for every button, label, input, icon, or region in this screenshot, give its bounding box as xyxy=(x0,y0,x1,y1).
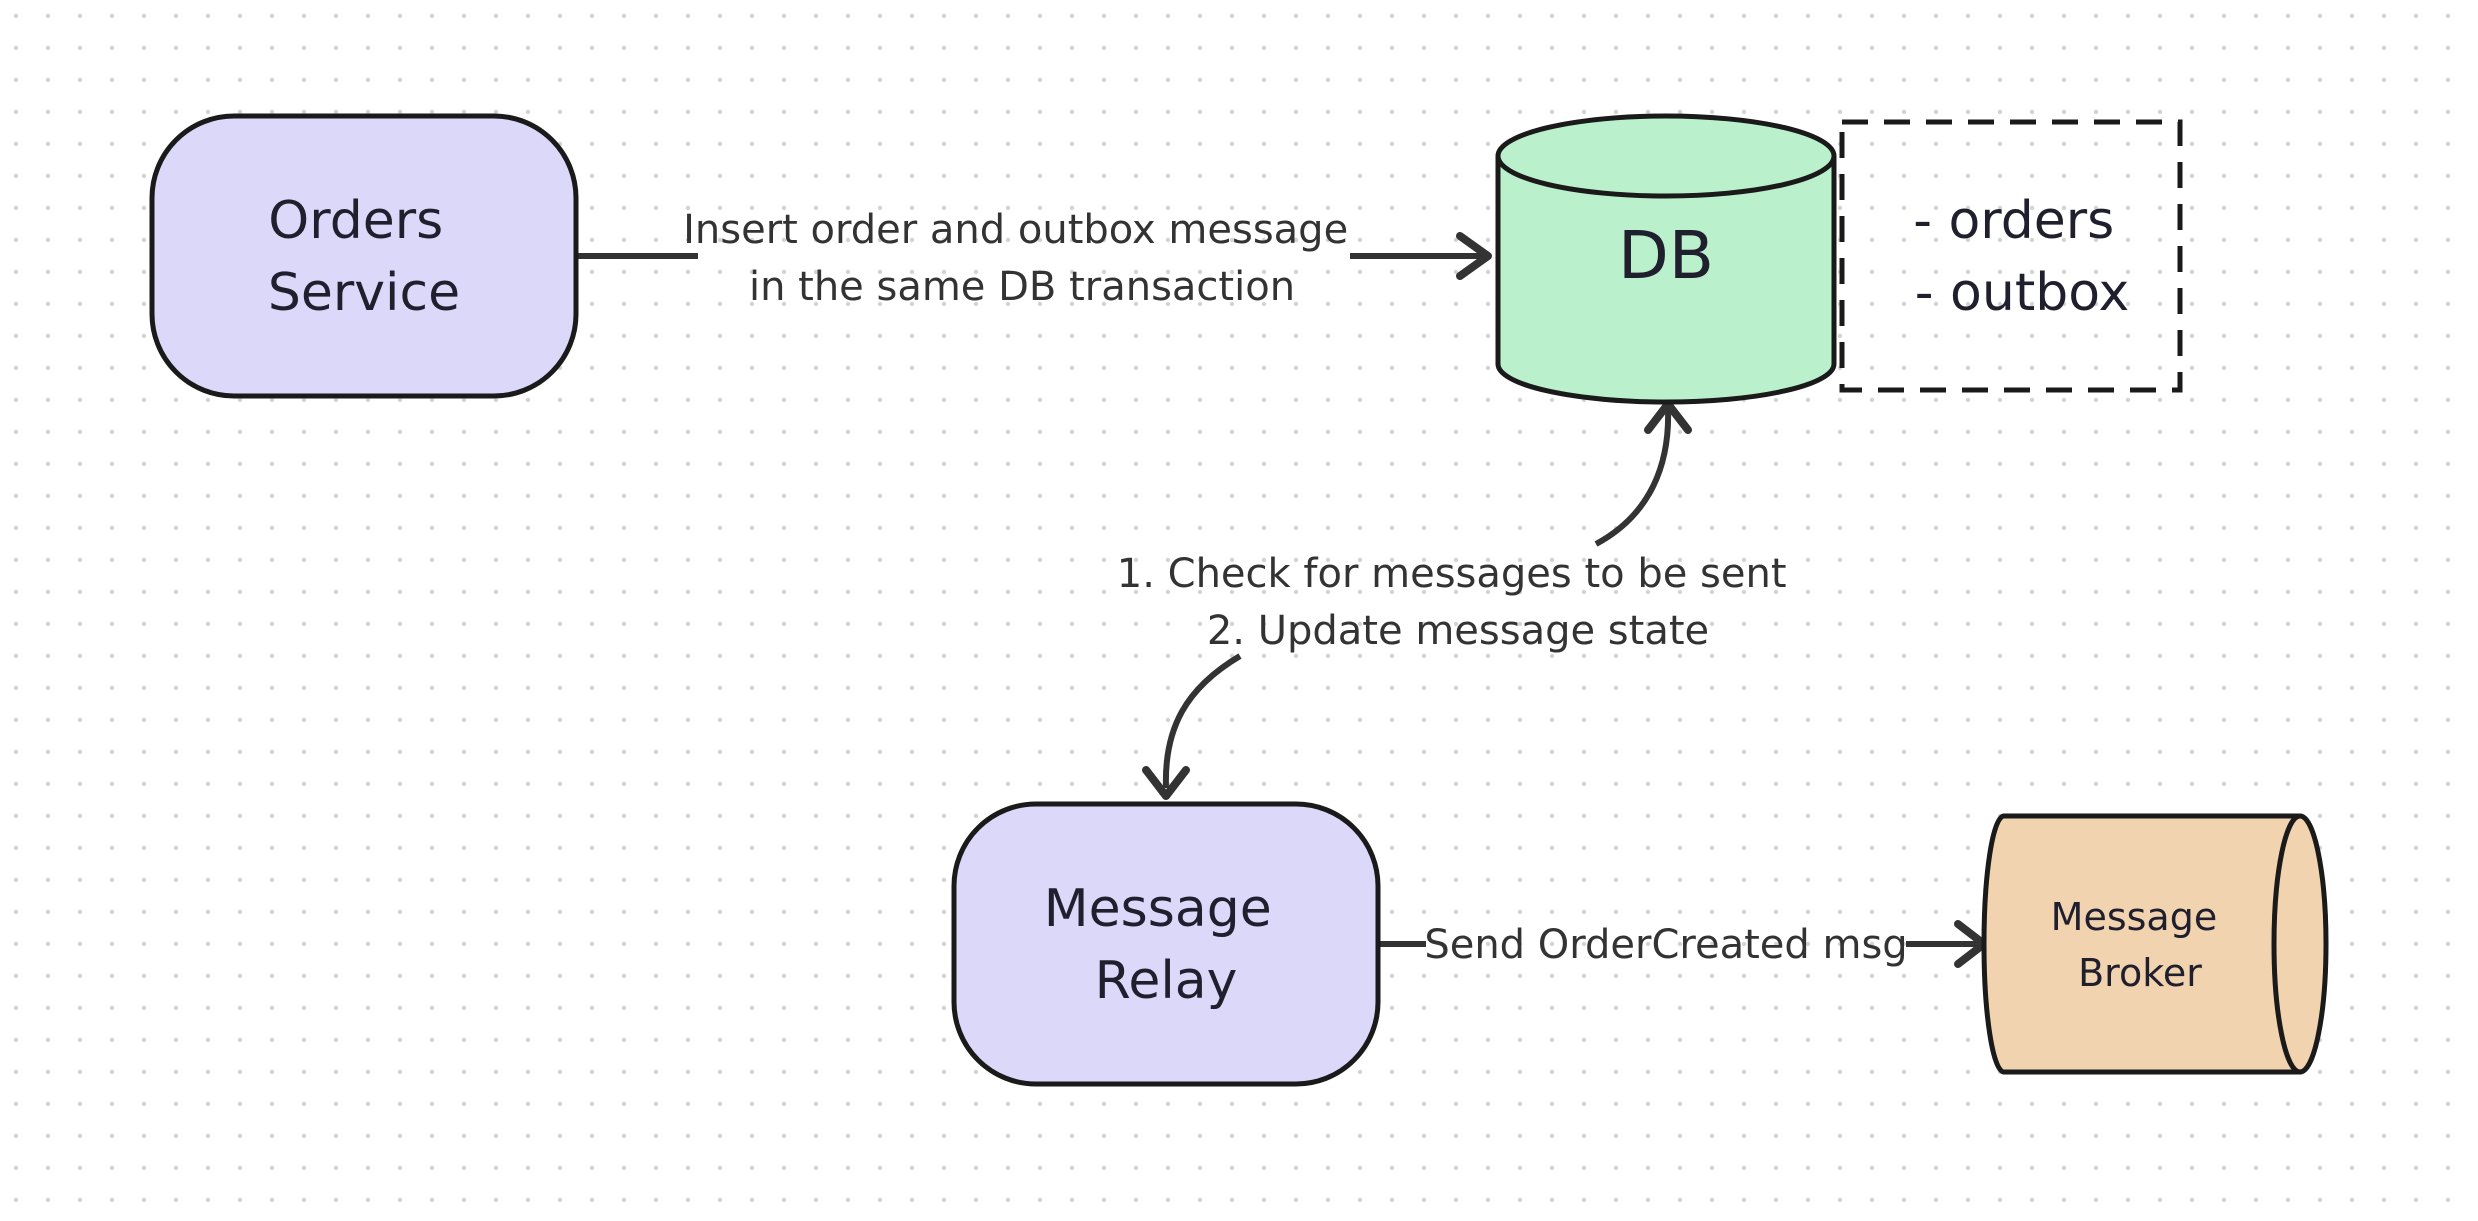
node-db-tables[interactable]: - orders - outbox xyxy=(1839,119,2183,393)
db-tables-item-orders: - orders xyxy=(1913,191,2114,251)
db-tables-box xyxy=(1839,119,2183,393)
node-db[interactable]: DB xyxy=(1495,113,1837,405)
db-tables-label: - orders - outbox xyxy=(1913,191,2131,323)
message-relay-box xyxy=(951,801,1381,1087)
message-broker-label-line-1: Message xyxy=(2051,895,2218,939)
message-relay-label-line-1: Message xyxy=(1044,879,1272,939)
edge-poll-label: 1. Check for messages to be sent 2. Upda… xyxy=(1117,551,1799,654)
edge-insert-label-line-1: Insert order and outbox message xyxy=(683,207,1348,253)
message-relay-label-line-2: Relay xyxy=(1095,951,1238,1011)
edge-poll[interactable]: 1. Check for messages to be sent 2. Upda… xyxy=(1117,400,1799,800)
orders-service-label-line-1: Orders xyxy=(268,191,443,251)
edge-poll-label-line-2: 2. Update message state xyxy=(1207,608,1709,654)
orders-service-label: Orders Service xyxy=(268,191,460,323)
orders-service-box xyxy=(149,113,579,399)
edge-insert[interactable]: Insert order and outbox message in the s… xyxy=(578,207,1492,310)
db-cylinder-body xyxy=(1495,156,1837,405)
orders-service-label-line-2: Service xyxy=(268,263,460,323)
node-message-broker[interactable]: Message Broker xyxy=(1981,813,2329,1075)
node-message-relay[interactable]: Message Relay xyxy=(951,801,1381,1087)
db-label: DB xyxy=(1618,217,1714,294)
edge-insert-label-line-2: in the same DB transaction xyxy=(749,264,1295,310)
message-relay-label: Message Relay xyxy=(1044,879,1288,1011)
edge-insert-label: Insert order and outbox message in the s… xyxy=(683,207,1361,310)
message-broker-label: Message Broker xyxy=(2051,895,2230,995)
message-broker-body xyxy=(1981,813,2303,1075)
edge-send[interactable]: Send OrderCreated msg xyxy=(1380,920,1988,968)
node-orders-service[interactable]: Orders Service xyxy=(149,113,579,399)
db-tables-item-outbox: - outbox xyxy=(1915,263,2129,323)
edge-send-label: Send OrderCreated msg xyxy=(1424,922,1907,968)
message-broker-label-line-2: Broker xyxy=(2078,951,2202,995)
edge-poll-label-line-1: 1. Check for messages to be sent xyxy=(1117,551,1787,597)
db-cylinder-top xyxy=(1495,113,1837,199)
message-broker-end xyxy=(2271,813,2329,1075)
